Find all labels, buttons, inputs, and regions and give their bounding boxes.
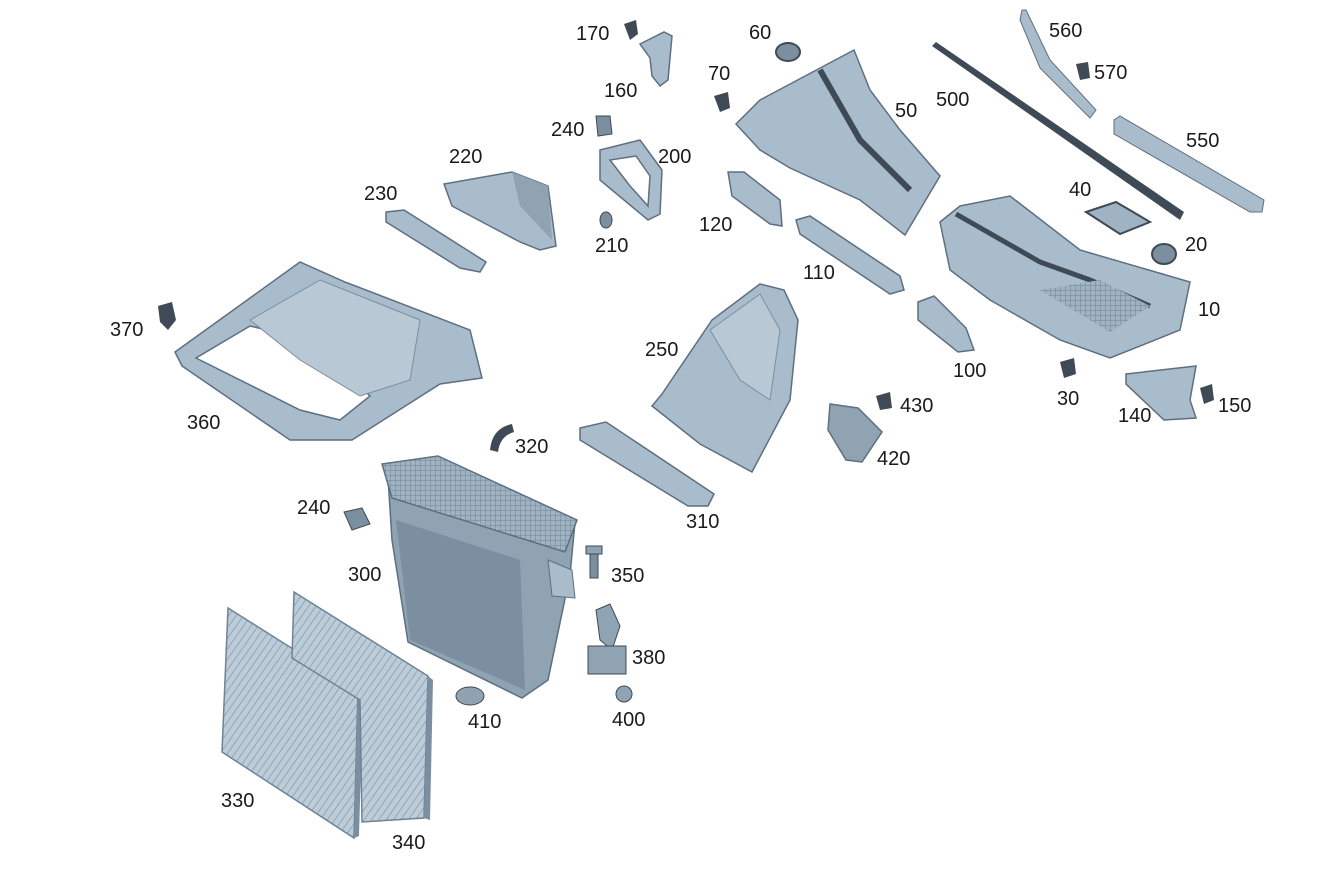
label-110: 110 — [803, 262, 835, 284]
part-70-clip — [714, 92, 730, 112]
part-200-duct — [599, 139, 663, 221]
label-550: 550 — [1186, 130, 1220, 152]
part-410-grommet — [455, 686, 485, 706]
label-200: 200 — [658, 146, 692, 168]
label-400: 400 — [612, 709, 646, 731]
label-70: 70 — [708, 63, 731, 85]
label-250: 250 — [645, 339, 679, 361]
part-430-clip — [876, 392, 892, 410]
label-350: 350 — [611, 565, 645, 587]
part-120-duct — [727, 171, 783, 227]
part-340-filter — [291, 590, 433, 823]
part-350-bolt — [585, 545, 603, 579]
label-220: 220 — [449, 146, 483, 168]
label-380: 380 — [632, 647, 666, 669]
part-570-clip — [1076, 62, 1090, 80]
part-250-duct — [650, 283, 799, 474]
part-30-clip — [1060, 358, 1076, 378]
part-560-strip — [1019, 9, 1097, 119]
part-500-seal — [932, 42, 1184, 220]
label-320: 320 — [515, 436, 549, 458]
label-230: 230 — [364, 183, 398, 205]
label-100: 100 — [953, 360, 987, 382]
part-110-duct — [795, 215, 905, 295]
label-240-side: 240 — [297, 497, 331, 519]
part-230-strip — [385, 209, 488, 273]
part-20-grommet — [1151, 243, 1177, 265]
label-210: 210 — [595, 235, 629, 257]
label-20: 20 — [1185, 234, 1208, 256]
label-370: 370 — [110, 319, 144, 341]
label-360: 360 — [187, 412, 221, 434]
label-40: 40 — [1069, 179, 1092, 201]
part-140-duct — [1125, 365, 1198, 421]
part-420-duct — [827, 403, 883, 463]
label-50: 50 — [895, 100, 918, 122]
label-570: 570 — [1094, 62, 1128, 84]
part-60-grommet — [775, 42, 801, 62]
label-330: 330 — [221, 790, 255, 812]
part-100-bracket — [917, 295, 976, 353]
label-410: 410 — [468, 711, 502, 733]
label-240-top: 240 — [551, 119, 585, 141]
label-340: 340 — [392, 832, 426, 854]
label-430: 430 — [900, 395, 934, 417]
part-320-clip — [490, 424, 514, 452]
label-300: 300 — [348, 564, 382, 586]
label-170: 170 — [576, 23, 610, 45]
label-160: 160 — [604, 80, 638, 102]
part-210-grommet — [599, 211, 613, 229]
label-10: 10 — [1198, 299, 1221, 321]
label-500: 500 — [936, 89, 970, 111]
part-550-strip — [1113, 115, 1265, 213]
label-310: 310 — [686, 511, 720, 533]
part-400-screw — [615, 685, 633, 703]
part-310-rail — [579, 421, 715, 507]
part-40-plate — [1083, 200, 1153, 236]
label-60: 60 — [749, 22, 772, 44]
part-380-actuator — [587, 603, 627, 675]
label-560: 560 — [1049, 20, 1083, 42]
label-150: 150 — [1218, 395, 1252, 417]
part-220-panel — [442, 171, 557, 251]
label-30: 30 — [1057, 388, 1080, 410]
label-420: 420 — [877, 448, 911, 470]
part-240-clip-side — [343, 507, 371, 531]
part-10-cowl — [939, 195, 1191, 359]
part-370-clip — [158, 302, 176, 330]
part-170-clip — [624, 20, 638, 40]
part-360-cover — [174, 261, 483, 441]
part-300-housing — [381, 455, 578, 699]
part-240-clip-top — [595, 115, 613, 137]
part-50-panel — [734, 48, 941, 237]
part-150-clip — [1200, 384, 1214, 404]
label-120: 120 — [699, 214, 733, 236]
label-140: 140 — [1118, 405, 1152, 427]
part-160-bracket — [638, 31, 673, 88]
